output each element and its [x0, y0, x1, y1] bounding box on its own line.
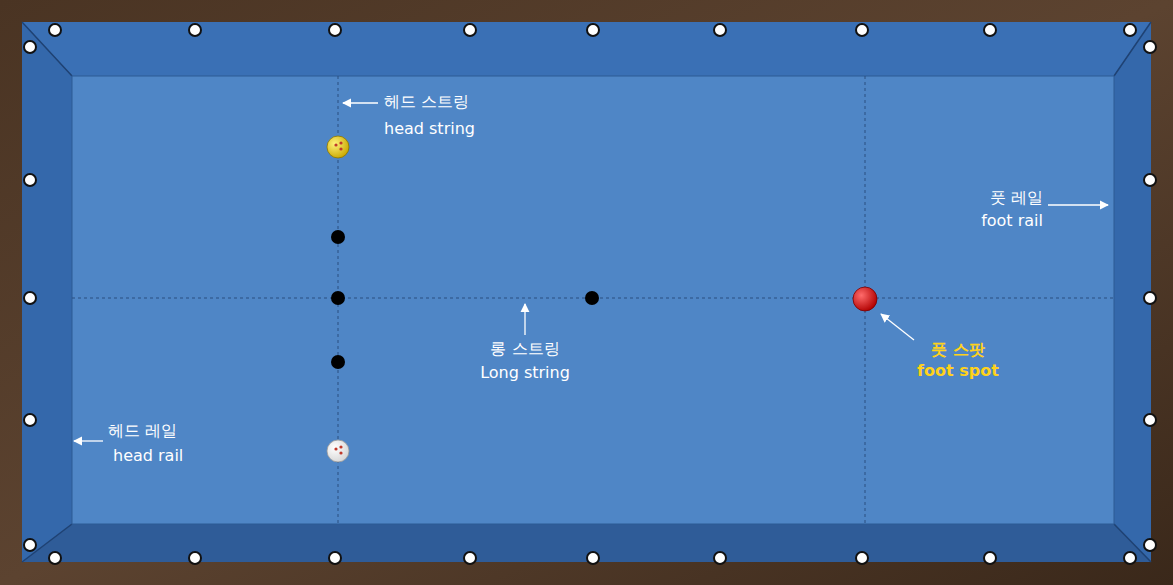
- diamond-sight: [1144, 174, 1156, 186]
- diamond-sight: [714, 552, 726, 564]
- diamond-sight: [587, 24, 599, 36]
- diamond-sight: [856, 24, 868, 36]
- diamond-sight: [714, 24, 726, 36]
- leader-arrow: [881, 314, 914, 340]
- diamond-sight: [49, 552, 61, 564]
- diamond-sight: [1144, 539, 1156, 551]
- balls: [327, 136, 877, 462]
- diamond-sight: [24, 414, 36, 426]
- part-label: 롱 스트링: [490, 340, 559, 358]
- leader-arrow: [343, 102, 378, 103]
- diamond-sight: [1144, 414, 1156, 426]
- cushion: [22, 22, 1151, 562]
- part-label: head string: [384, 120, 475, 138]
- part-label: head rail: [113, 447, 183, 465]
- cushion-right: [1114, 22, 1151, 562]
- diamond-sight: [464, 552, 476, 564]
- diamond-sights: [24, 24, 1156, 564]
- red-ball: [853, 287, 877, 311]
- diamond-sight: [49, 24, 61, 36]
- spot-label: 풋 스팟: [931, 341, 985, 359]
- part-label: Long string: [480, 364, 570, 382]
- spot: [331, 355, 345, 369]
- white-ball: [327, 440, 349, 462]
- part-label: 헤드 레일: [108, 422, 177, 440]
- diamond-sight: [189, 552, 201, 564]
- diamond-sight: [1144, 41, 1156, 53]
- leader-arrows: [74, 103, 1108, 441]
- cloth: [72, 76, 1114, 524]
- yellow-ball: [327, 136, 349, 158]
- part-label: foot rail: [981, 212, 1043, 230]
- diamond-sight: [329, 24, 341, 36]
- diamond-sight: [984, 552, 996, 564]
- diamond-sight: [1124, 24, 1136, 36]
- cushion-left: [22, 22, 72, 562]
- leader-arrow: [74, 440, 103, 441]
- diamond-sight: [189, 24, 201, 36]
- strings: [72, 76, 1114, 524]
- diamond-sight: [464, 24, 476, 36]
- diamond-sight: [24, 174, 36, 186]
- cushion-top: [22, 22, 1151, 76]
- diamond-sight: [1124, 552, 1136, 564]
- spot: [331, 291, 345, 305]
- spot: [331, 230, 345, 244]
- spot-label: foot spot: [917, 362, 999, 380]
- cushion-seams: [22, 22, 1151, 562]
- diamond-sight: [1144, 292, 1156, 304]
- diamond-sight: [587, 552, 599, 564]
- diamond-sight: [329, 552, 341, 564]
- leader-arrow: [524, 304, 525, 335]
- spots: [331, 230, 599, 369]
- part-label: 헤드 스트링: [384, 93, 469, 111]
- diamond-sight: [856, 552, 868, 564]
- diamond-sight: [24, 539, 36, 551]
- spot: [585, 291, 599, 305]
- diamond-sight: [984, 24, 996, 36]
- diamond-sight: [24, 292, 36, 304]
- diamond-sight: [24, 41, 36, 53]
- part-label: 풋 레일: [990, 189, 1043, 207]
- leader-arrow: [1048, 204, 1108, 205]
